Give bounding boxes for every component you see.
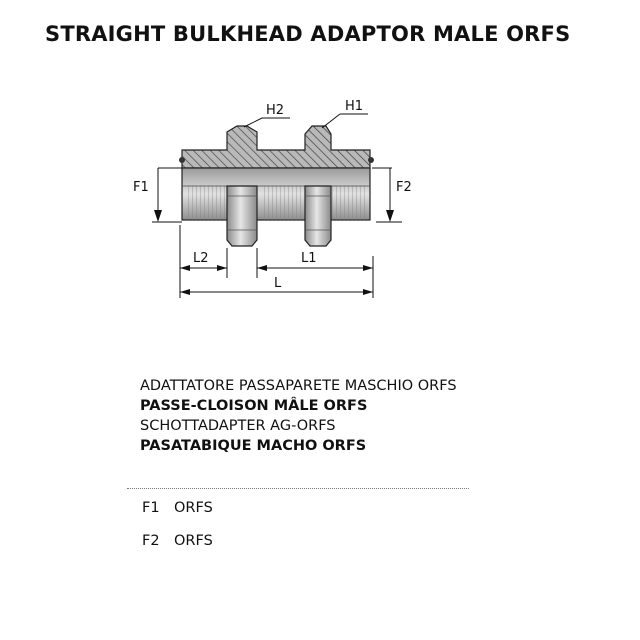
spec-row-f2: F2 ORFS [142,533,213,549]
spec-row-f1: F1 ORFS [142,500,213,516]
label-l: L [274,276,282,291]
body-section [179,125,374,169]
label-h1: H1 [345,99,363,114]
label-f1: F1 [133,180,149,195]
dotted-divider [127,488,469,489]
name-german: SCHOTTADAPTER AG-ORFS [140,418,336,434]
spec-code: F1 [142,500,160,516]
spec-value: ORFS [174,500,213,516]
label-l2: L2 [193,251,209,266]
name-spanish: PASATABIQUE MACHO ORFS [140,438,367,454]
name-french: PASSE-CLOISON MÂLE ORFS [140,398,368,414]
label-h2: H2 [266,103,284,118]
label-f2: F2 [396,180,412,195]
label-l1: L1 [301,251,317,266]
threaded-body [181,167,371,221]
spec-code: F2 [142,533,160,549]
spec-value: ORFS [174,533,213,549]
nut-h1 [304,185,332,247]
name-italian: ADATTATORE PASSAPARETE MASCHIO ORFS [140,378,457,394]
product-names: ADATTATORE PASSAPARETE MASCHIO ORFS PASS… [140,376,457,456]
nut-h2 [226,185,258,247]
technical-drawing: H2 H1 F1 F2 L2 L1 L [133,99,412,298]
page-title: STRAIGHT BULKHEAD ADAPTOR MALE ORFS [45,22,571,46]
